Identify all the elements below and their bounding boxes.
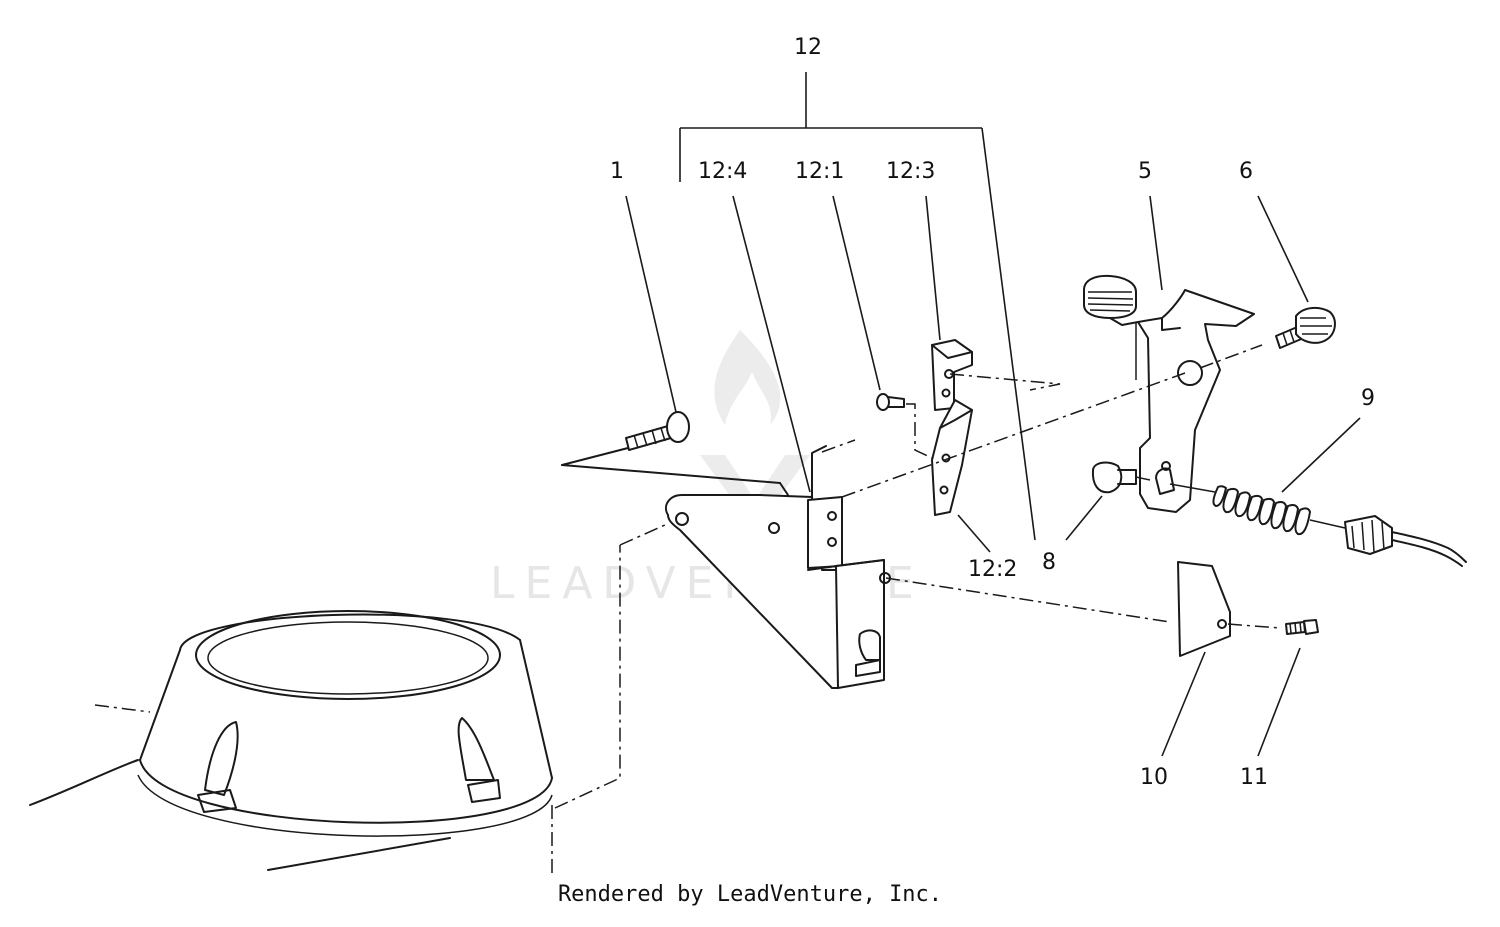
engine-housing	[29, 524, 666, 875]
screw-12-1	[876, 393, 933, 459]
screw-11	[1285, 619, 1319, 635]
callout-12-3: 12:3	[886, 159, 935, 184]
bolt-1	[561, 411, 789, 496]
cable-assembly-9	[1169, 483, 1467, 567]
callout-11: 11	[1240, 765, 1268, 790]
clip-12-3	[931, 339, 1061, 411]
callout-6: 6	[1239, 159, 1253, 184]
leader-lines	[625, 195, 1361, 757]
callout-12-2: 12:2	[968, 557, 1017, 582]
plate-10	[885, 561, 1281, 657]
callout-12: 12	[794, 35, 822, 60]
footer-credit: Rendered by LeadVenture, Inc.	[557, 882, 943, 907]
knob-8	[1091, 461, 1151, 494]
callout-5: 5	[1138, 159, 1152, 184]
callout-10: 10	[1140, 765, 1168, 790]
callout-1: 1	[610, 159, 624, 184]
callout-labels: 12 1 12:4 12:1 12:3 5 6 9 8 12:2 10 11	[610, 35, 1375, 790]
main-bracket	[664, 439, 891, 689]
callout-12-1: 12:1	[795, 159, 844, 184]
group-bracket-12	[679, 72, 1036, 541]
callout-12-4: 12:4	[698, 159, 747, 184]
callout-8: 8	[1042, 550, 1056, 575]
bolt-6	[1275, 306, 1336, 349]
callout-9: 9	[1361, 386, 1375, 411]
throttle-lever-5	[841, 274, 1263, 513]
